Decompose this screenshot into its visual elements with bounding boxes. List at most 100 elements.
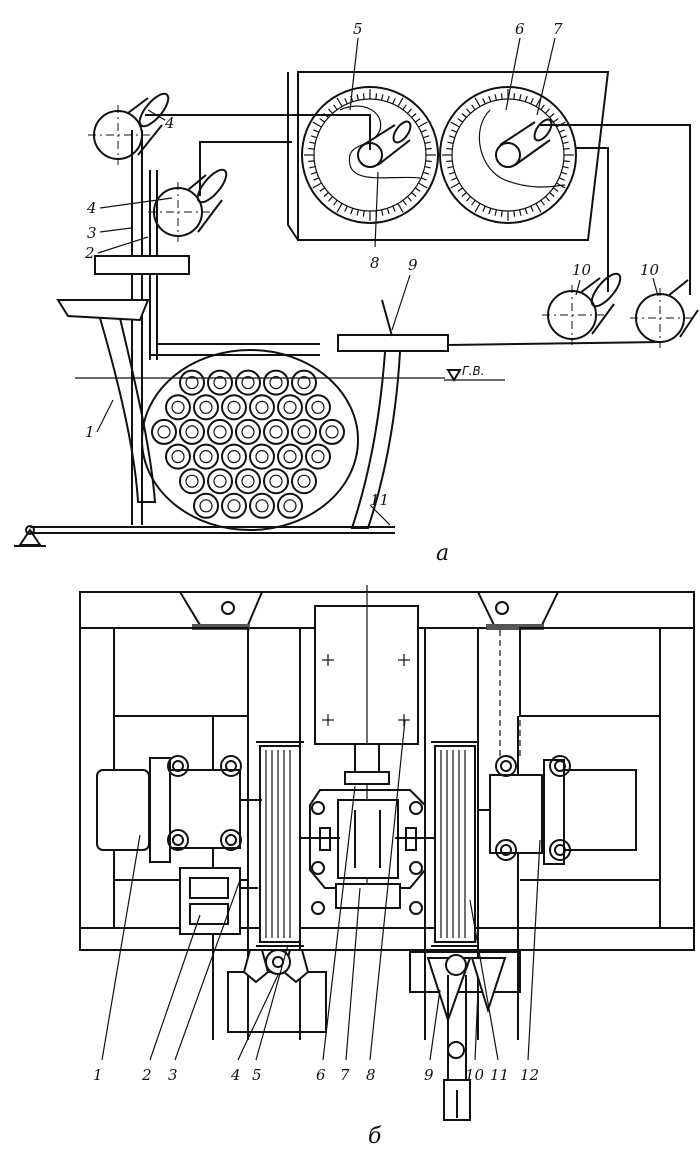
dial-tick (447, 141, 454, 144)
dial-tick (308, 160, 315, 163)
diagram-b: 1 2 3 4 5 6 7 8 9 10 11 12 б (79, 585, 695, 1149)
log-section (193, 443, 219, 470)
log-section (305, 394, 331, 421)
dial-tick (424, 141, 431, 144)
base-beam (14, 525, 395, 547)
log-section (263, 418, 289, 445)
dial-tick (425, 147, 432, 150)
dial-tick (556, 121, 566, 128)
dial-tick (561, 135, 568, 139)
dial-tick (530, 205, 534, 212)
caption-b: б (368, 1124, 382, 1149)
dial-tick (418, 121, 428, 128)
dial-tick (450, 121, 460, 128)
pulley-housing-right (409, 951, 521, 1121)
dial-tick (451, 177, 458, 181)
dial-tick (540, 199, 545, 206)
dial-tick (562, 166, 569, 169)
log-ring (297, 376, 311, 390)
dial-tick (482, 98, 486, 105)
label-a-5: 5 (353, 20, 363, 38)
dial-tick (457, 118, 464, 123)
log-ring (227, 450, 241, 464)
log-ring (241, 376, 255, 390)
water-level-label: Г.В. (462, 364, 485, 378)
label-b-1: 1 (93, 1066, 103, 1084)
dial-tick (471, 199, 476, 206)
log-ring (185, 425, 199, 439)
label-b-5: 5 (252, 1066, 262, 1084)
dial-tick (530, 98, 534, 105)
dial-tick (344, 205, 348, 212)
dial-tick (414, 118, 421, 123)
log-section (249, 443, 275, 470)
motor-left (96, 755, 262, 863)
log-section (207, 418, 233, 445)
log-section (319, 418, 345, 445)
log-ring (213, 425, 227, 439)
log-ring (185, 474, 199, 488)
dial-tick (451, 129, 458, 133)
dial-tick (500, 210, 503, 217)
pulley-10-right (630, 279, 699, 348)
label-a-4-top: 4 (164, 114, 175, 132)
water-level: Г.В. (75, 364, 505, 382)
label-a-1: 1 (85, 423, 95, 441)
log-section (221, 394, 247, 421)
dial-tick (457, 187, 464, 192)
log-ring (255, 400, 269, 414)
dial-right (439, 86, 577, 224)
log-section (277, 443, 303, 470)
dial-tick (446, 160, 453, 163)
log-section (291, 369, 317, 396)
caption-a: а (436, 541, 449, 566)
dial-tick (333, 104, 338, 111)
log-ring (255, 450, 269, 464)
dial-tick (448, 171, 455, 175)
dial-tick (328, 108, 333, 114)
dial-tick (344, 98, 348, 105)
dial-left (301, 86, 439, 224)
dial-tick (450, 182, 460, 189)
log-section (235, 418, 261, 445)
log-section (207, 468, 233, 495)
dial-tick (540, 104, 545, 111)
log-section (291, 468, 317, 495)
rods (94, 130, 190, 525)
log-ring (269, 425, 283, 439)
label-a-8: 8 (370, 254, 380, 272)
dial-tick (561, 171, 568, 175)
dial-tick (488, 95, 492, 102)
leaders-b (101, 719, 541, 1061)
label-a-10-right: 10 (640, 261, 660, 279)
log-ring (311, 400, 325, 414)
dial-tick (402, 104, 407, 111)
dial-tick (524, 95, 528, 102)
dial-tick (362, 93, 365, 100)
dial-tick (319, 118, 326, 123)
dial-tick (519, 94, 522, 101)
dial-tick (397, 97, 404, 107)
dial-tick (420, 177, 427, 181)
dial-tick (323, 192, 329, 197)
dial-tick (447, 166, 454, 169)
log-ring (283, 400, 297, 414)
dial-tick (418, 182, 428, 189)
dial-tick (375, 210, 378, 217)
log-ring (199, 450, 213, 464)
log-ring (283, 499, 297, 513)
label-a-11: 11 (370, 491, 389, 509)
log-section (291, 418, 317, 445)
log-ring (171, 400, 185, 414)
dial-tick (313, 129, 320, 133)
log-section (235, 468, 261, 495)
log-ring (199, 499, 213, 513)
log-section (193, 394, 219, 421)
dial-tick (407, 108, 412, 114)
dial-tick (397, 203, 404, 213)
dial-tick (545, 108, 550, 114)
log-section (263, 468, 289, 495)
log-section (179, 418, 205, 445)
dial-tick (402, 199, 407, 206)
log-ring (255, 499, 269, 513)
